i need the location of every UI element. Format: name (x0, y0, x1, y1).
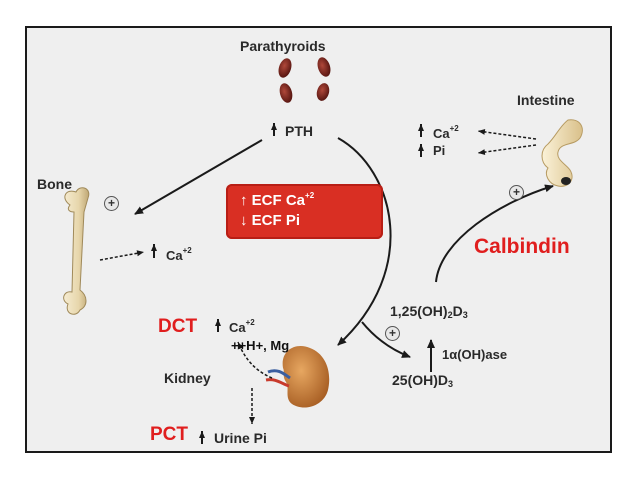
parathyroid-glands-icon (278, 57, 331, 103)
kidney-icon (265, 346, 330, 408)
bone-label: Bone (37, 176, 72, 192)
stimulation-plus-bone: + (104, 196, 119, 211)
urine-pi-label: Urine Pi (214, 430, 267, 446)
intestine-icon (541, 119, 583, 187)
intestine-calcium-label: Ca+2 (433, 124, 459, 141)
up-arrow-icon: ↑ (240, 192, 248, 209)
kidney-calcium-label: Ca+2 (229, 318, 255, 335)
ecf-phosphate-line: ↓ ECF Pi (240, 212, 301, 229)
intestine-phosphate-label: Pi (433, 143, 446, 158)
dct-annotation: DCT (158, 316, 198, 337)
ion-note-label: ++H+, Mg (231, 338, 290, 353)
ecf-status-box: ↑ ECF Ca+2 ↓ ECF Pi (226, 184, 383, 239)
down-arrow-icon: ↓ (240, 212, 248, 229)
bone-icon (63, 187, 90, 315)
kidney-label: Kidney (164, 370, 211, 386)
stimulation-plus-kidney: + (385, 326, 400, 341)
calcitriol-label: 1,25(OH)2D3 (390, 303, 468, 320)
intestine-label: Intestine (517, 92, 575, 108)
bone-calcium-label: Ca+2 (166, 246, 192, 263)
pct-annotation: PCT (150, 424, 188, 445)
pth-label: PTH (285, 123, 313, 139)
calcidiol-label: 25(OH)D3 (392, 372, 454, 389)
enzyme-label: 1α(OH)ase (442, 347, 508, 362)
increase-arrows (151, 123, 424, 444)
calbindin-annotation: Calbindin (474, 235, 570, 258)
parathyroids-label: Parathyroids (240, 38, 326, 54)
stimulation-plus-intestine: + (509, 185, 524, 200)
ecf-calcium-line: ↑ ECF Ca+2 (240, 191, 315, 209)
